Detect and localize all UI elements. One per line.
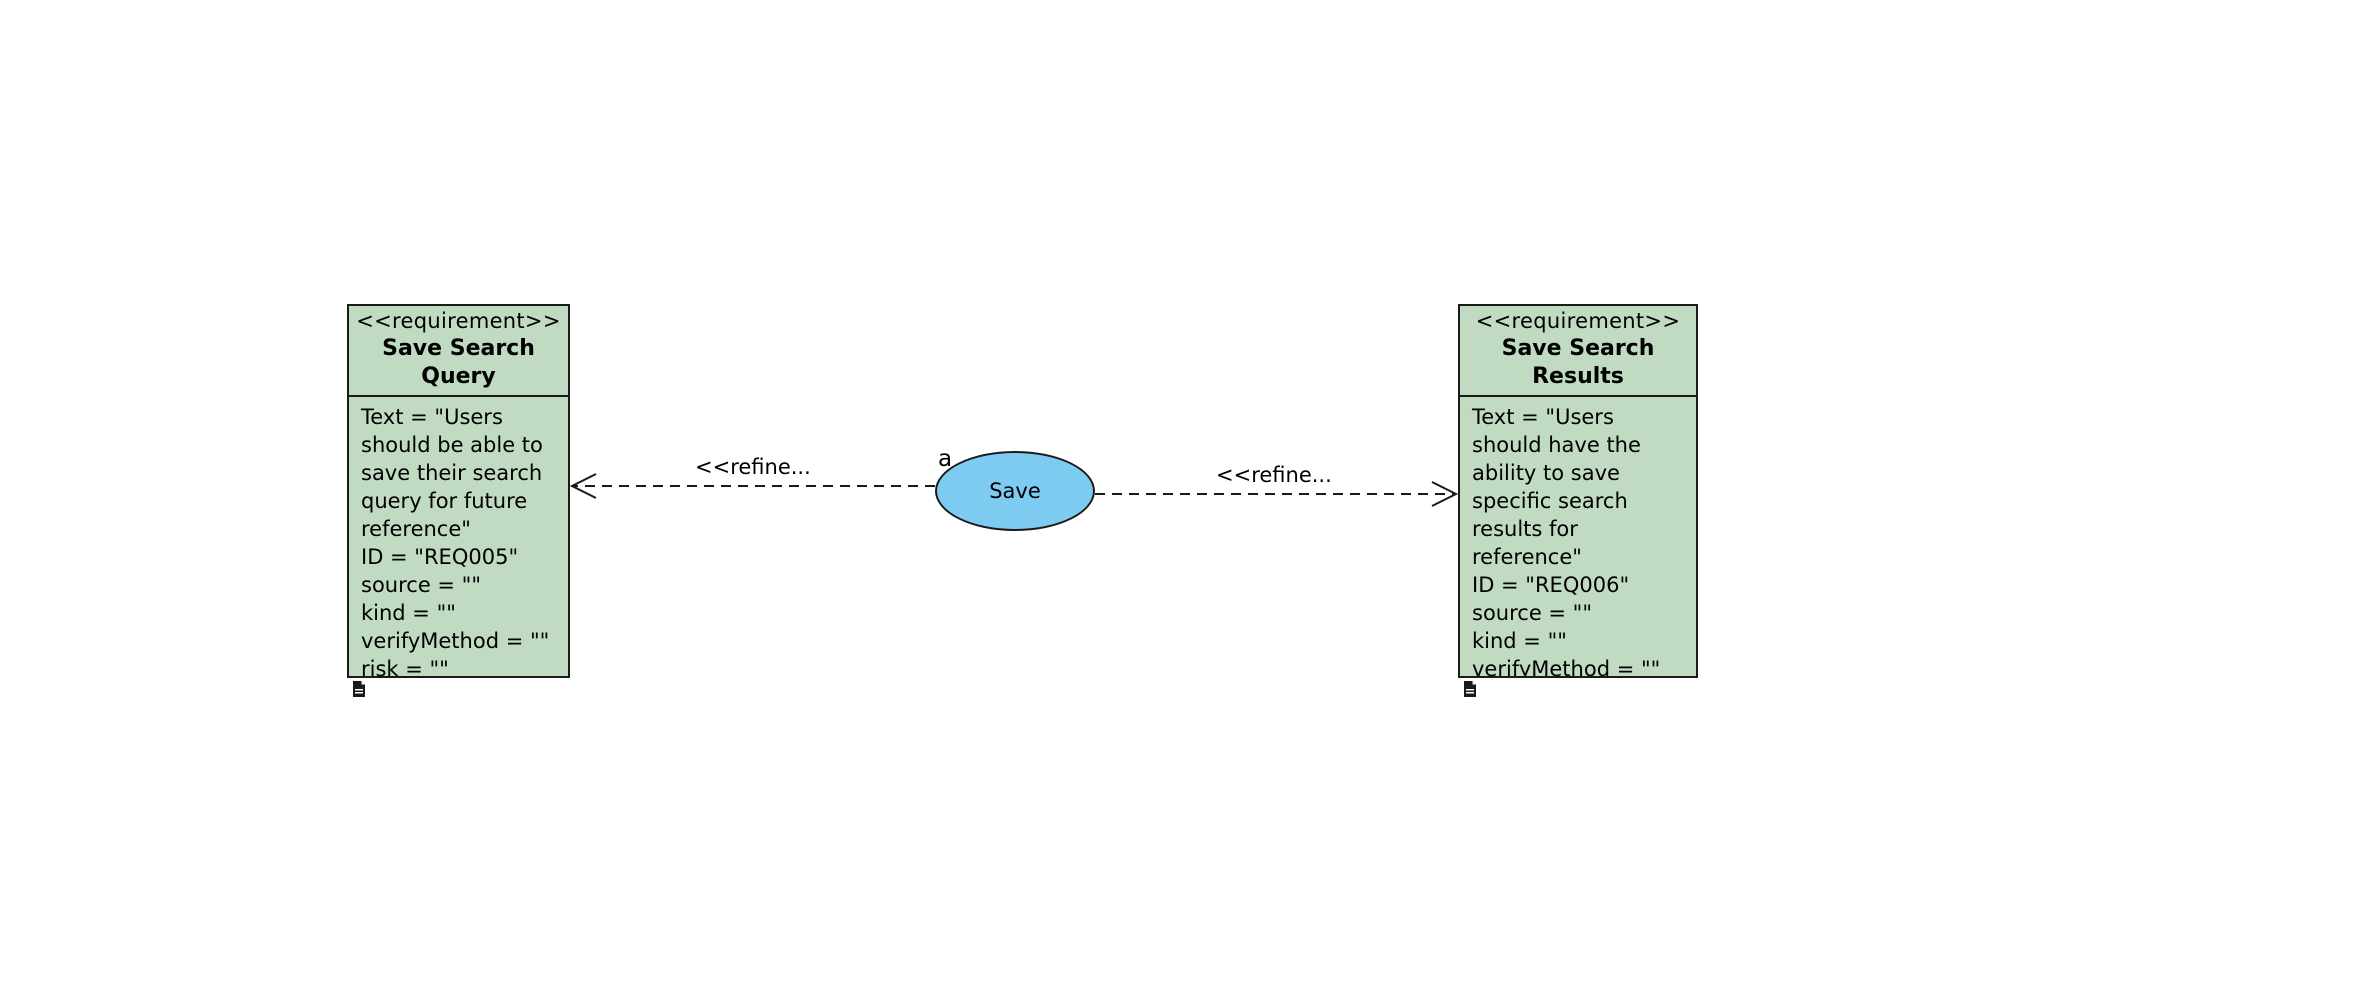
attribute-line: kind = ""	[361, 601, 456, 625]
requirement-stereotype: <<requirement>>	[356, 309, 561, 333]
usecase-label: Save	[989, 479, 1041, 503]
attribute-line: Text = "Users	[361, 405, 503, 429]
requirement-attributes: Text = "Users should be able to save the…	[349, 397, 568, 678]
attribute-line: risk = ""	[361, 657, 449, 678]
attribute-line: query for future	[361, 489, 528, 513]
requirement-save-search-results[interactable]: <<requirement>> Save Search Results Text…	[1458, 304, 1698, 678]
document-icon	[353, 681, 365, 697]
attribute-line: reference"	[1472, 545, 1582, 569]
attribute-line: source = ""	[1472, 601, 1593, 625]
attribute-line: ID = "REQ005"	[361, 545, 519, 569]
requirement-header: <<requirement>> Save Search Query	[349, 306, 568, 397]
attribute-line: ability to save	[1472, 461, 1620, 485]
requirement-name: Save Search Query	[382, 336, 535, 389]
attribute-line: kind = ""	[1472, 629, 1567, 653]
requirement-save-search-query[interactable]: <<requirement>> Save Search Query Text =…	[347, 304, 570, 678]
requirement-header: <<requirement>> Save Search Results	[1460, 306, 1696, 397]
attribute-line: verifyMethod = ""	[1472, 657, 1661, 678]
usecase-save[interactable]: Save	[935, 451, 1095, 531]
attribute-line: should be able to	[361, 433, 543, 457]
requirement-stereotype: <<requirement>>	[1475, 309, 1681, 333]
refine-label-right: <<refine...	[1216, 463, 1332, 487]
requirement-name: Save Search Results	[1501, 336, 1655, 389]
attribute-line: specific search	[1472, 489, 1628, 513]
refine-arrowhead-left	[569, 473, 597, 499]
attribute-line: reference"	[361, 517, 471, 541]
attribute-line: verifyMethod = ""	[361, 629, 550, 653]
attribute-line: results for	[1472, 517, 1578, 541]
attribute-line: ID = "REQ006"	[1472, 573, 1630, 597]
attribute-line: Text = "Users	[1472, 405, 1614, 429]
attribute-line: source = ""	[361, 573, 482, 597]
requirement-attributes: Text = "Users should have the ability to…	[1460, 397, 1696, 678]
document-icon	[1464, 681, 1476, 697]
usecase-corner-label: a	[938, 446, 953, 472]
attribute-line: save their search	[361, 461, 543, 485]
refine-arrowhead-right	[1431, 481, 1459, 507]
attribute-line: should have the	[1472, 433, 1641, 457]
refine-label-left: <<refine...	[695, 455, 811, 479]
